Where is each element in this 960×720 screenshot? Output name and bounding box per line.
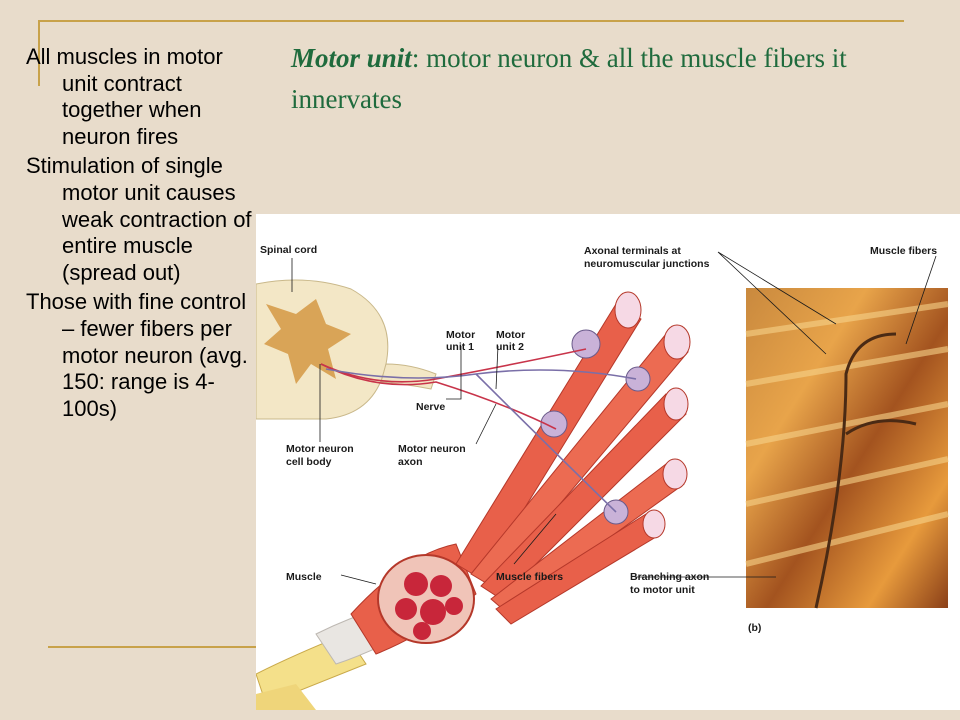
label-axonal-terminals-2: neuromuscular junctions [584,258,710,270]
label-muscle-fibers: Muscle fibers [496,571,563,583]
label-muscle: Muscle [286,571,322,583]
bullet-item: Those with fine control – fewer fibers p… [26,289,248,421]
label-cell-body: Motor neuron [286,443,354,455]
spinal-cord [256,279,437,420]
label-motor-unit-2: Motor [496,329,525,341]
motor-unit-figure: Spinal cord Axonal terminals at neuromus… [256,214,960,710]
label-nerve: Nerve [416,401,445,413]
label-motor-unit-1-b: unit 1 [446,341,474,353]
axons [320,348,637,513]
bullet-list: All muscles in motor unit contract toget… [26,44,258,425]
title-definition: : motor neuron & all the muscle fibers i… [291,43,847,114]
label-cell-body-2: cell body [286,456,332,468]
label-branching-axon-2: to motor unit [630,584,695,596]
bullet-item: All muscles in motor unit contract toget… [26,44,223,149]
label-branching-axon: Branching axon [630,571,709,583]
left-rule [38,20,40,86]
label-panel-b: (b) [748,622,761,634]
title-term: Motor unit [291,43,412,73]
label-axon: Motor neuron [398,443,466,455]
label-motor-unit-1: Motor [446,329,475,341]
bullet-item: Stimulation of single motor unit causes … [26,153,252,285]
muscle-belly [350,543,477,655]
label-muscle-fibers-photo: Muscle fibers [870,245,937,257]
leader-lines [291,251,937,585]
label-axon-2: axon [398,456,423,468]
bottom-rule [48,646,288,648]
slide-title: Motor unit: motor neuron & all the muscl… [291,38,911,120]
top-rule [38,20,904,22]
label-motor-unit-2-b: unit 2 [496,341,524,353]
label-axonal-terminals: Axonal terminals at [584,245,681,257]
motor-unit-illustration: Spinal cord Axonal terminals at neuromus… [256,244,949,710]
label-spinal-cord: Spinal cord [260,244,317,256]
micrograph [745,288,949,609]
